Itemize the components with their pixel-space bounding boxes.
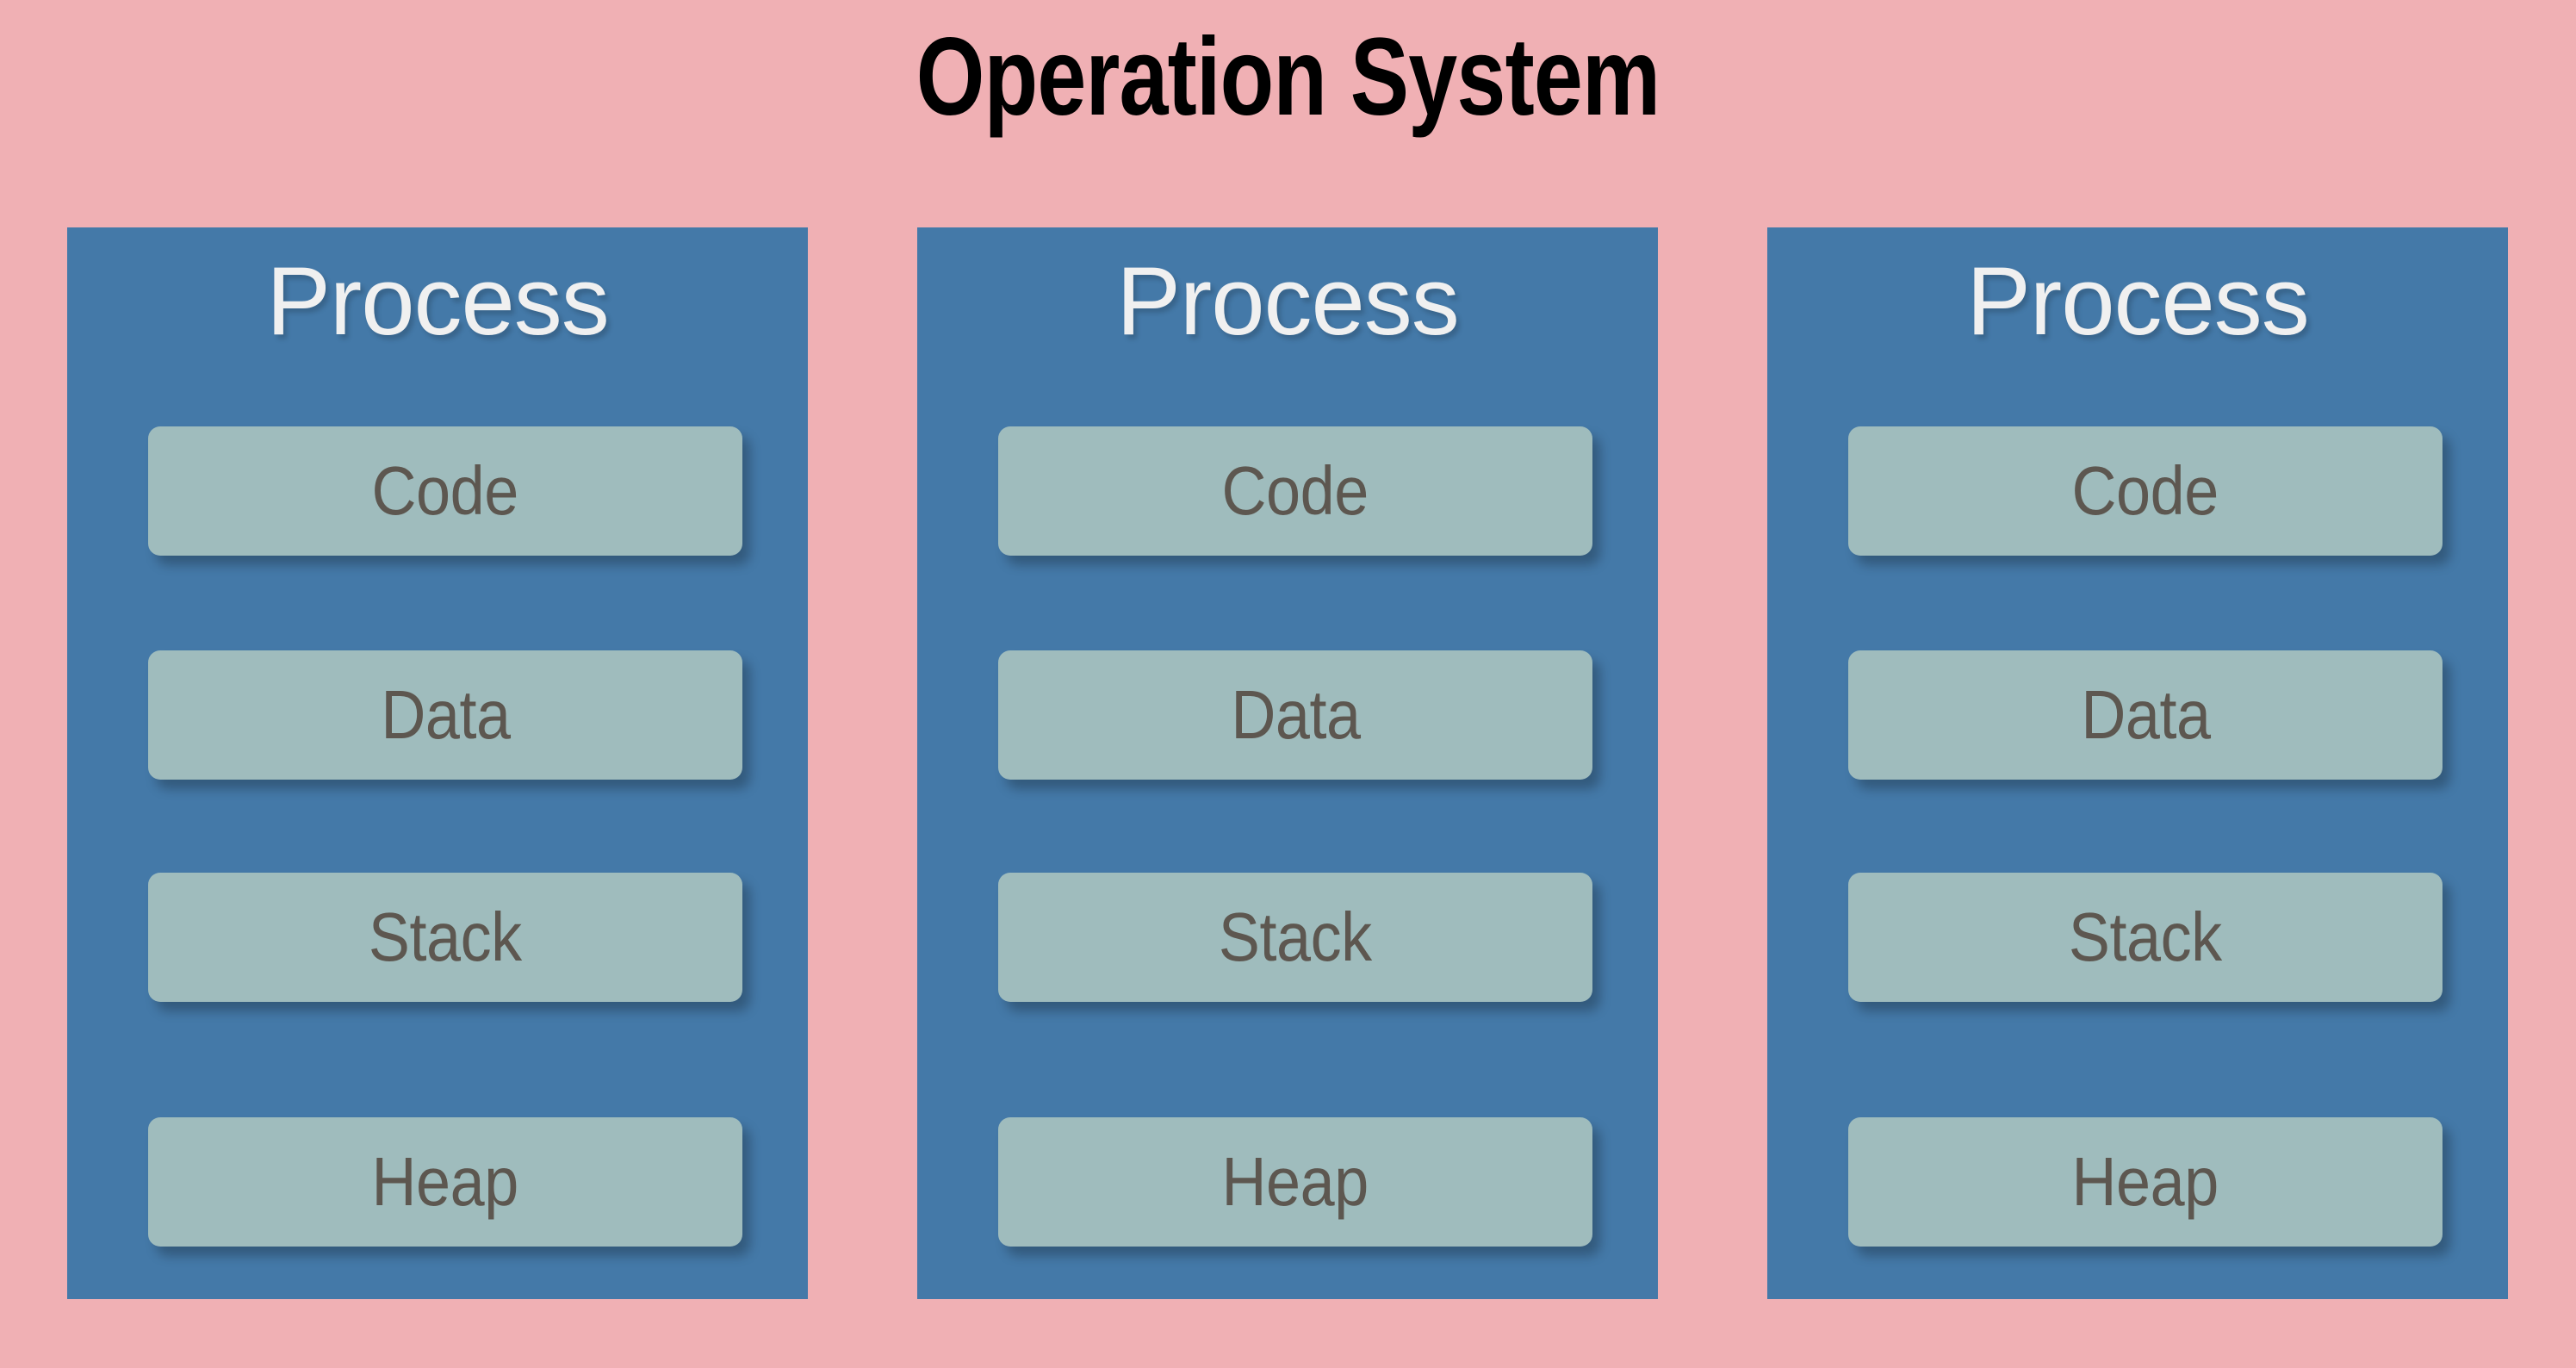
- segment-box-heap: Heap: [998, 1117, 1592, 1247]
- segment-box-stack: Stack: [148, 873, 742, 1002]
- segment-box-data: Data: [998, 650, 1592, 780]
- segment-label: Code: [1221, 452, 1369, 529]
- process-panel-3: Process Code Data Stack Heap: [1767, 227, 2508, 1299]
- process-heading: Process: [1116, 247, 1460, 355]
- segment-label: Code: [371, 452, 519, 529]
- segment-label: Stack: [369, 899, 522, 975]
- segment-box-code: Code: [148, 426, 742, 556]
- segment-box-stack: Stack: [998, 873, 1592, 1002]
- segment-label: Data: [380, 676, 511, 753]
- process-panel-2: Process Code Data Stack Heap: [917, 227, 1658, 1299]
- segment-box-code: Code: [1848, 426, 2443, 556]
- process-panel-1: Process Code Data Stack Heap: [67, 227, 808, 1299]
- segment-box-data: Data: [1848, 650, 2443, 780]
- segment-label: Data: [2080, 676, 2211, 753]
- memory-segment-list: Code Data Stack Heap: [1767, 426, 2508, 1296]
- page-title: Operation System: [916, 16, 1660, 139]
- segment-label: Stack: [1219, 899, 1372, 975]
- process-panel-row: Process Code Data Stack Heap Process: [67, 227, 2508, 1299]
- segment-label: Heap: [1221, 1143, 1369, 1220]
- segment-box-code: Code: [998, 426, 1592, 556]
- segment-label: Code: [2071, 452, 2219, 529]
- segment-label: Heap: [2071, 1143, 2219, 1220]
- segment-label: Heap: [371, 1143, 519, 1220]
- segment-box-stack: Stack: [1848, 873, 2443, 1002]
- segment-box-heap: Heap: [148, 1117, 742, 1247]
- segment-label: Data: [1230, 676, 1361, 753]
- memory-segment-list: Code Data Stack Heap: [67, 426, 808, 1296]
- process-heading: Process: [266, 247, 610, 355]
- process-heading: Process: [1966, 247, 2310, 355]
- segment-box-data: Data: [148, 650, 742, 780]
- segment-box-heap: Heap: [1848, 1117, 2443, 1247]
- memory-segment-list: Code Data Stack Heap: [917, 426, 1658, 1296]
- segment-label: Stack: [2069, 899, 2222, 975]
